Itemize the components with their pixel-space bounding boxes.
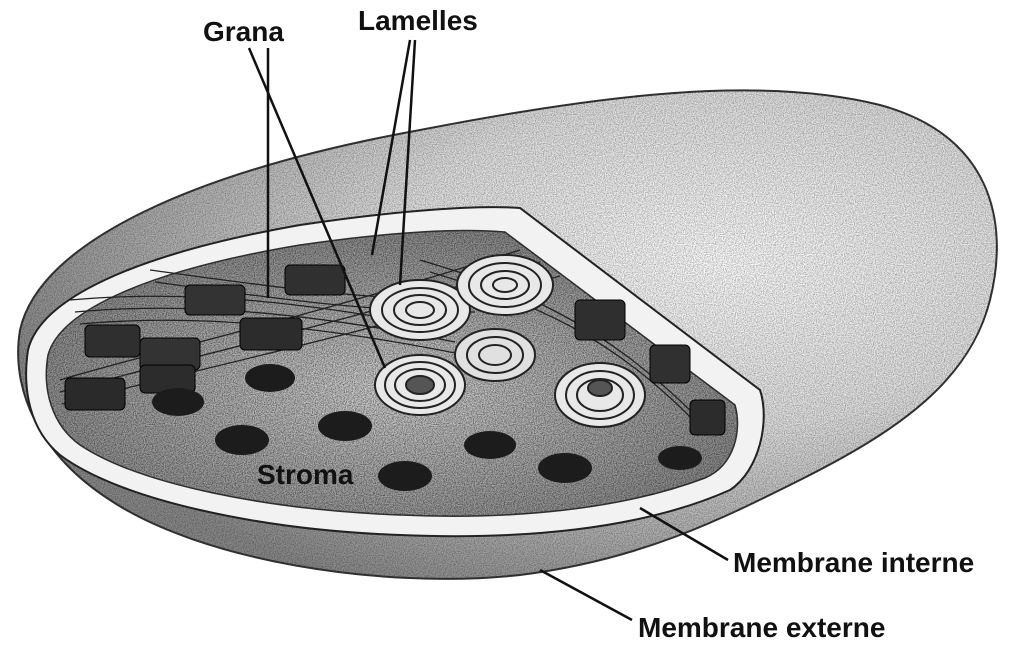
membrane-externe-label: Membrane externe bbox=[638, 614, 885, 642]
membrane-interne-label: Membrane interne bbox=[733, 549, 974, 577]
granum-ring-1 bbox=[375, 355, 465, 415]
granum-ring-3 bbox=[457, 255, 553, 315]
stroma-label: Stroma bbox=[257, 461, 353, 489]
granum-ring-2 bbox=[370, 280, 470, 340]
grana-label: Grana bbox=[203, 18, 284, 46]
granum-ring-4 bbox=[555, 363, 645, 427]
membrane-externe-leader bbox=[540, 570, 632, 620]
granum-ring-5 bbox=[455, 329, 535, 381]
lamelles-label: Lamelles bbox=[358, 7, 478, 35]
